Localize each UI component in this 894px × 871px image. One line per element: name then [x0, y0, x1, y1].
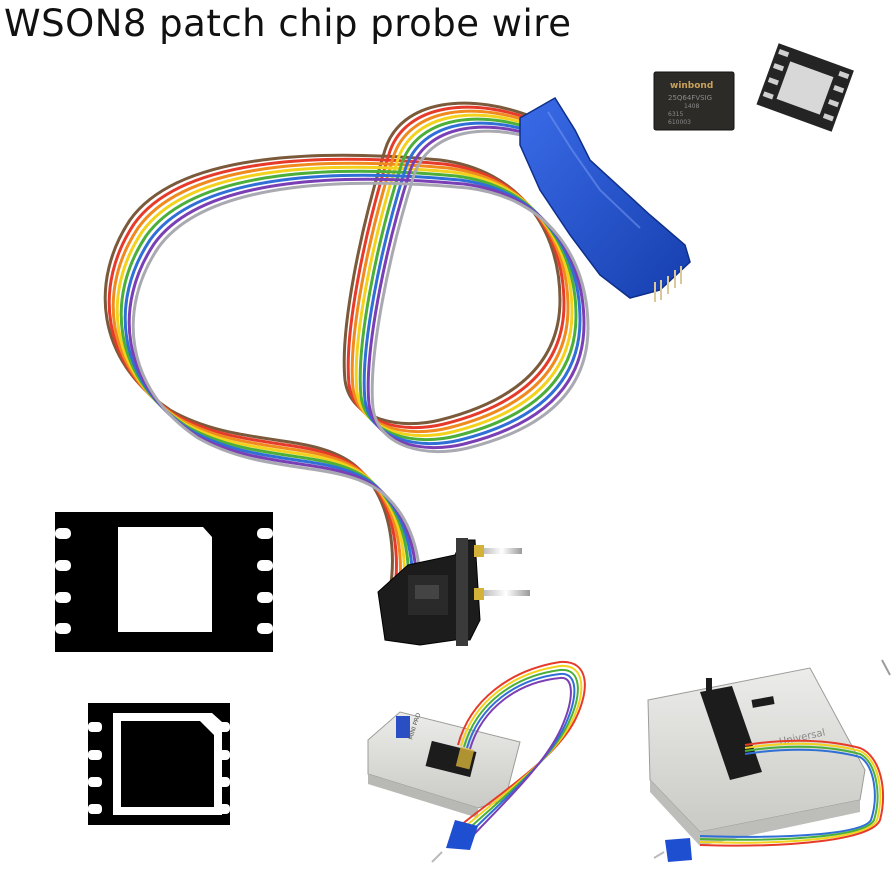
- chip-line2: 1408: [684, 103, 699, 110]
- wson8-footprint-small: [88, 703, 230, 825]
- wson8-footprint-large: [55, 512, 273, 652]
- wson8-chip-underside: [756, 43, 854, 132]
- wson8-chip: winbond 25Q64FVSIG 1408 6315 610003: [653, 71, 735, 131]
- page-title: WSON8 patch chip probe wire: [4, 2, 572, 45]
- ribbon-cable: [103, 101, 590, 620]
- small-programmer-photo: MINI PRO: [367, 660, 586, 863]
- large-programmer-photo: Universal: [647, 659, 891, 862]
- blue-probe-head: [519, 96, 691, 302]
- chip-brand: winbond: [670, 81, 713, 91]
- chip-code: 25Q64FVSIG: [668, 94, 712, 102]
- chip-line3: 6315: [668, 111, 683, 118]
- chip-line4: 610003: [668, 119, 691, 126]
- idc-socket-adapter: [377, 538, 530, 646]
